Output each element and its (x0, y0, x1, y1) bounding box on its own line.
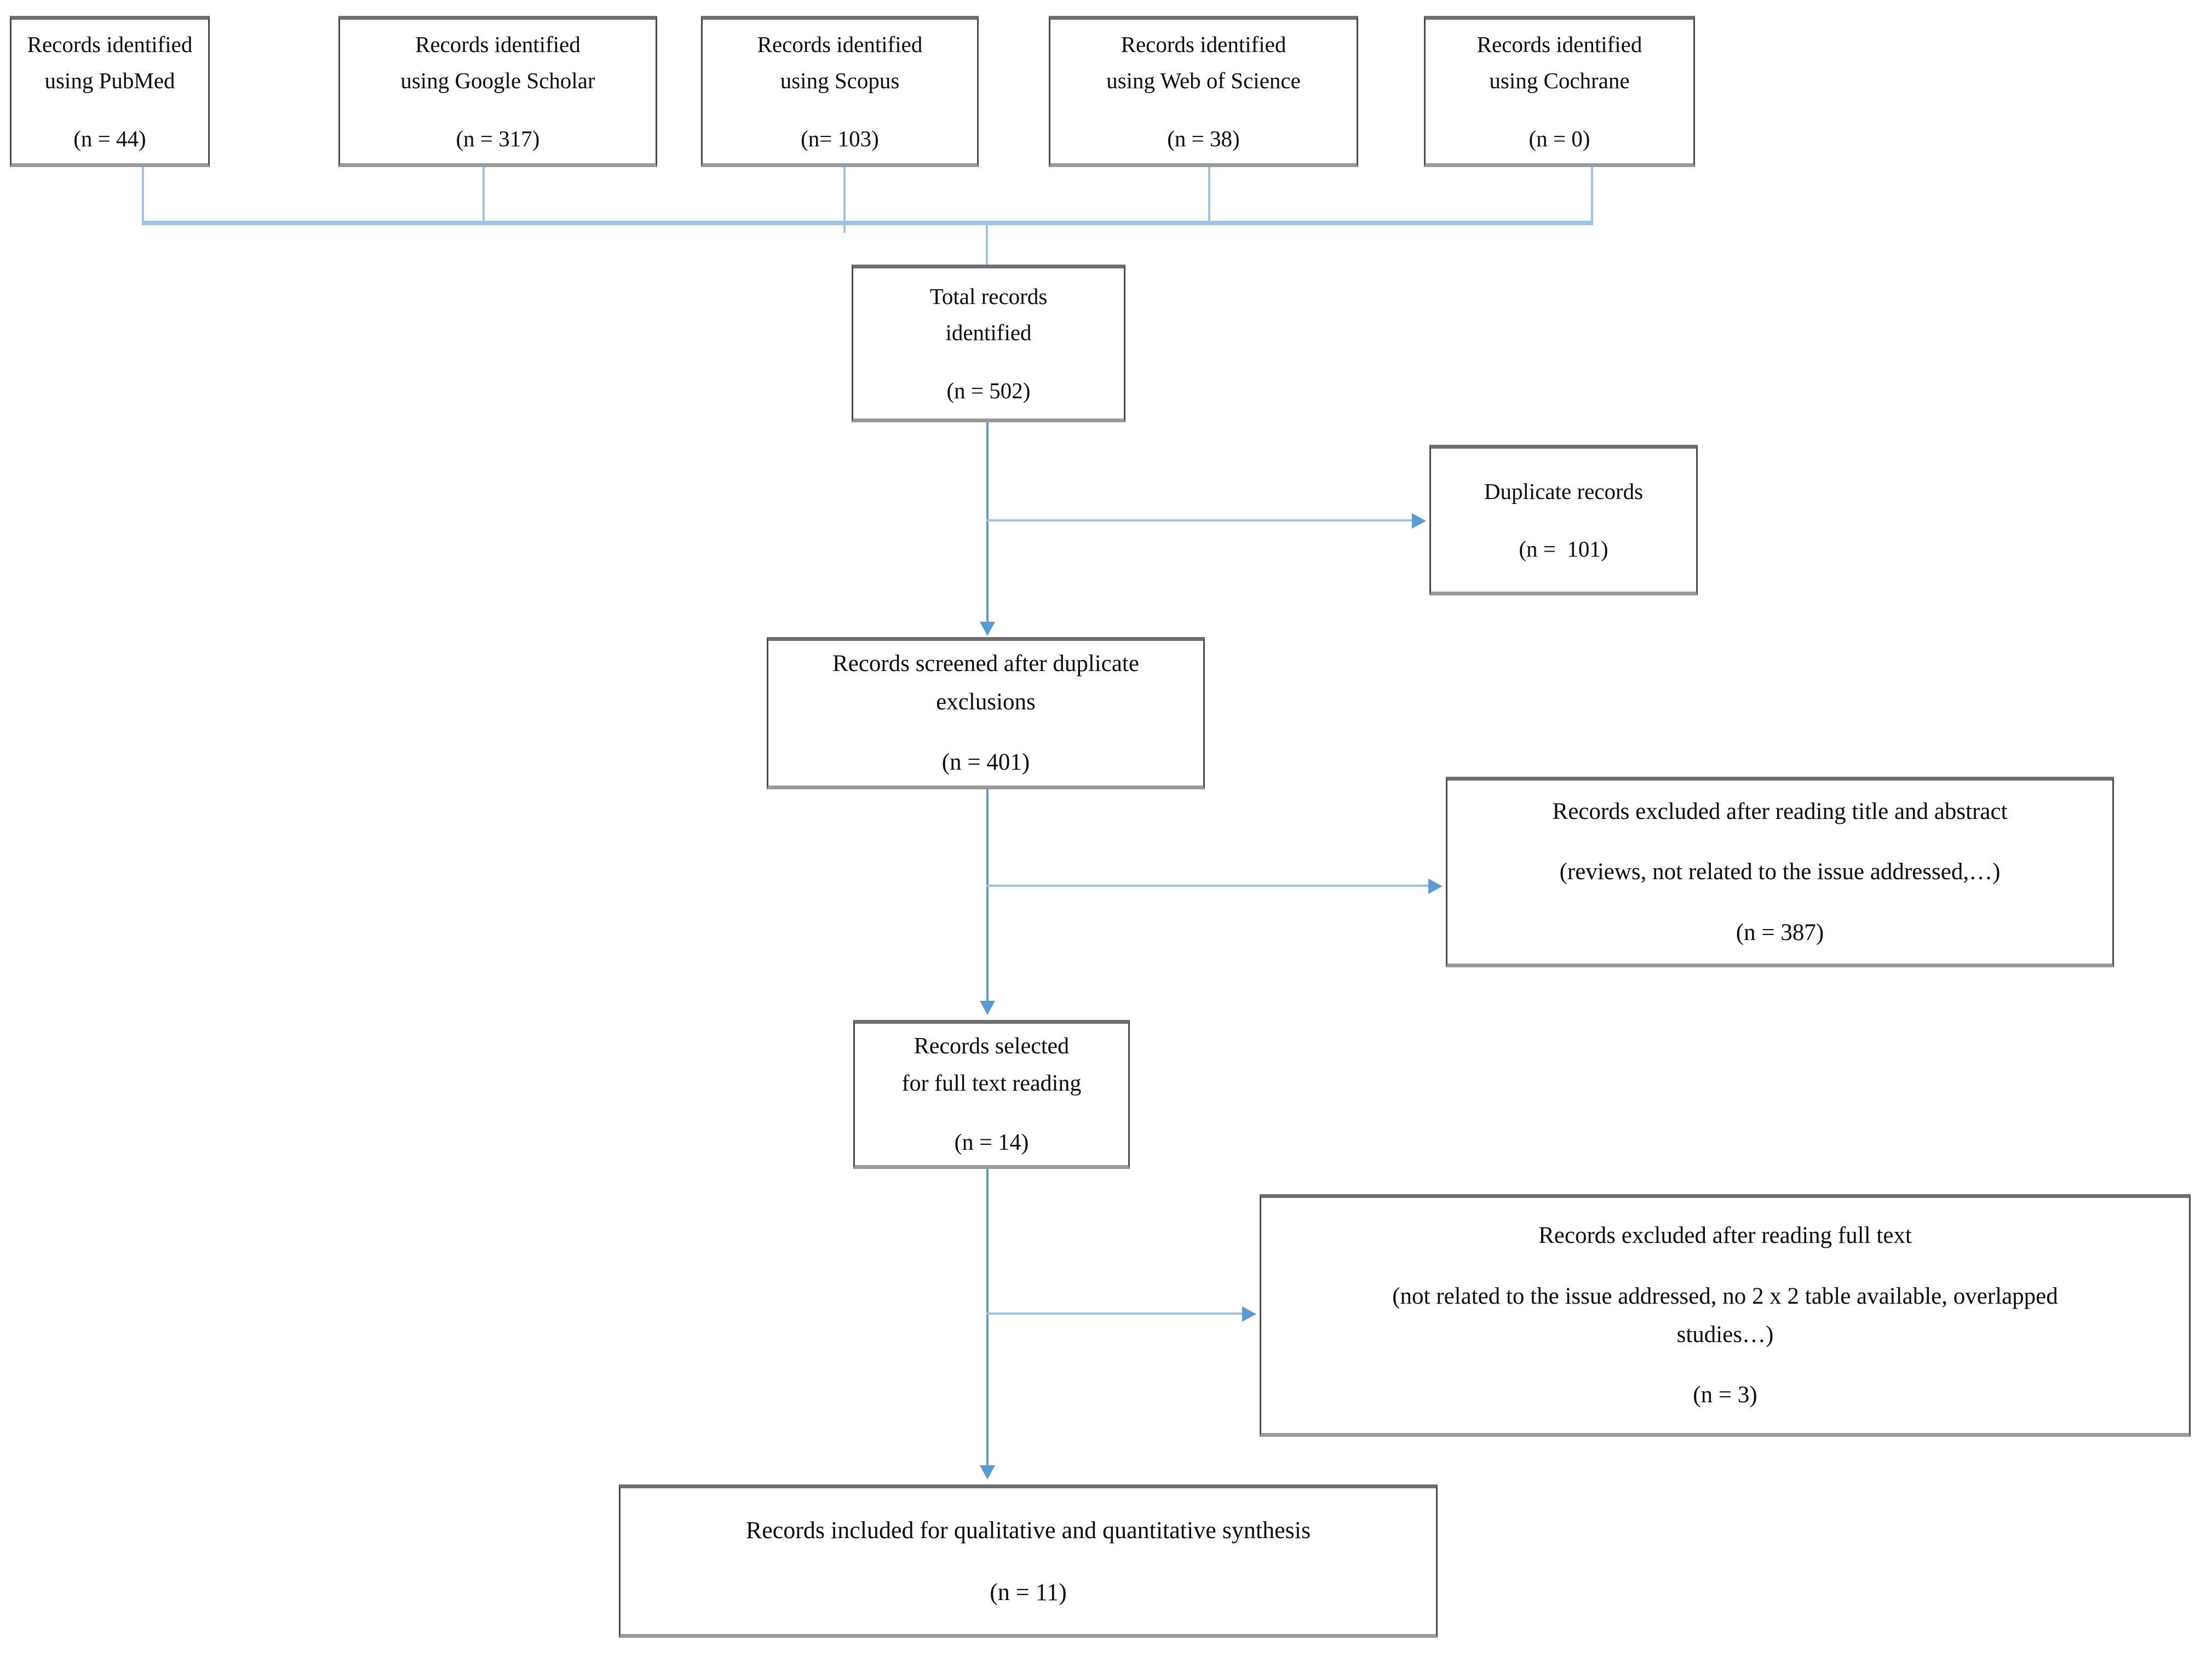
connector-sources-manifold (142, 221, 1593, 225)
records-excluded-full-text-count: (n = 3) (1693, 1382, 1757, 1408)
records-included-line1: Records included for qualitative and qua… (745, 1516, 1311, 1544)
arrowhead-branch-excluded-title-abstract (1428, 879, 1443, 894)
records-excluded-title-abstract-count: (n = 387) (1736, 919, 1824, 945)
records-excluded-title-abstract-box: Records excluded after reading title and… (1446, 777, 2114, 967)
source-scopus-line2: using Scopus (780, 68, 900, 94)
records-excluded-title-abstract-line1: Records excluded after reading title and… (1552, 798, 2008, 824)
source-web-of-science-line1: Records identified (1121, 31, 1286, 57)
records-excluded-full-text-line1: Records excluded after reading full text (1538, 1223, 1912, 1249)
source-box-pubmed: Records identified using PubMed (n = 44) (10, 16, 210, 167)
source-box-web-of-science: Records identified using Web of Science … (1049, 16, 1358, 167)
connector-selected-to-included (986, 1169, 989, 1467)
duplicate-records-line1: Duplicate records (1484, 478, 1644, 504)
records-excluded-title-abstract-line2: (reviews, not related to the issue addre… (1559, 859, 2001, 885)
records-selected-full-text-box: Records selected for full text reading (… (853, 1020, 1130, 1169)
connector-cochrane-drop (1591, 167, 1593, 223)
source-box-scopus: Records identified using Scopus (n= 103) (701, 16, 979, 167)
connector-scopus-drop (843, 167, 846, 233)
source-scopus-count: (n= 103) (801, 125, 879, 151)
arrowhead-branch-excluded-full-text (1242, 1306, 1256, 1322)
arrowhead-screened-to-selected (980, 1001, 995, 1015)
total-records-line2: identified (945, 320, 1032, 346)
records-excluded-full-text-line2: (not related to the issue addressed, no … (1392, 1283, 2058, 1309)
records-screened-line1: Records screened after duplicate (832, 651, 1139, 677)
connector-google-scholar-drop (482, 167, 485, 223)
connector-branch-duplicates (986, 519, 1414, 521)
records-screened-count: (n = 401) (941, 749, 1030, 776)
connector-wos-drop (1208, 167, 1210, 223)
source-scopus-line1: Records identified (757, 31, 923, 57)
records-included-box: Records included for qualitative and qua… (619, 1484, 1438, 1638)
source-cochrane-line2: using Cochrane (1489, 68, 1630, 94)
connector-total-to-screened (986, 422, 989, 624)
total-records-count: (n = 502) (946, 377, 1031, 403)
records-screened-line2: exclusions (936, 689, 1036, 715)
connector-manifold-to-total (986, 221, 988, 267)
records-selected-full-text-count: (n = 14) (954, 1129, 1029, 1155)
source-cochrane-count: (n = 0) (1529, 125, 1590, 151)
source-google-scholar-count: (n = 317) (456, 125, 540, 151)
records-included-count: (n = 11) (990, 1578, 1067, 1606)
source-web-of-science-line2: using Web of Science (1106, 68, 1301, 94)
arrowhead-branch-duplicates (1412, 513, 1426, 529)
connector-branch-excluded-full-text (986, 1312, 1244, 1315)
total-records-box: Total records identified (n = 502) (852, 265, 1125, 422)
source-pubmed-line2: using PubMed (44, 68, 175, 94)
source-google-scholar-line1: Records identified (415, 31, 581, 57)
source-box-google-scholar: Records identified using Google Scholar … (338, 16, 657, 167)
records-selected-full-text-line2: for full text reading (901, 1071, 1082, 1097)
duplicate-records-box: Duplicate records (n = 101) (1429, 445, 1698, 595)
source-box-cochrane: Records identified using Cochrane (n = 0… (1424, 16, 1695, 167)
records-selected-full-text-line1: Records selected (913, 1034, 1070, 1059)
connector-branch-excluded-title-abstract (986, 885, 1430, 887)
source-web-of-science-count: (n = 38) (1167, 125, 1240, 151)
source-google-scholar-line2: using Google Scholar (400, 68, 595, 94)
connector-screened-to-selected (986, 789, 989, 1003)
source-pubmed-count: (n = 44) (73, 125, 146, 151)
duplicate-records-count: (n = 101) (1519, 536, 1608, 561)
total-records-line1: Total records (929, 283, 1048, 309)
source-cochrane-line1: Records identified (1476, 31, 1642, 57)
records-excluded-full-text-line3: studies…) (1676, 1321, 1774, 1348)
arrowhead-total-to-screened (980, 622, 995, 636)
records-screened-box: Records screened after duplicate exclusi… (767, 637, 1205, 789)
records-excluded-full-text-box: Records excluded after reading full text… (1260, 1194, 2191, 1437)
connector-pubmed-drop (142, 167, 144, 223)
arrowhead-selected-to-included (980, 1465, 995, 1480)
source-pubmed-line1: Records identified (27, 31, 193, 57)
